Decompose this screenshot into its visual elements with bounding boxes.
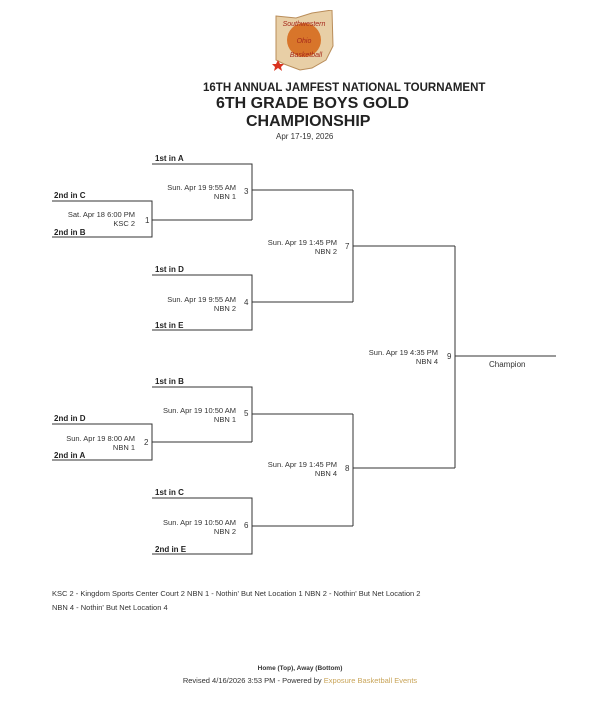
slot-1st-in-e: 1st in E bbox=[155, 321, 184, 330]
slot-1st-in-b: 1st in B bbox=[155, 377, 184, 386]
game-1-lines bbox=[52, 200, 252, 238]
slot-2nd-in-d: 2nd in D bbox=[54, 414, 86, 423]
logo: Southwestern Ohio Basketball bbox=[272, 10, 334, 71]
game-3-lines bbox=[152, 163, 353, 220]
slot-2nd-in-b: 2nd in B bbox=[54, 228, 86, 237]
bracket-title: CHAMPIONSHIP bbox=[246, 113, 371, 130]
game-1-number: 1 bbox=[145, 216, 150, 225]
game-7-number: 7 bbox=[345, 242, 350, 251]
svg-text:Ohio: Ohio bbox=[297, 38, 312, 45]
game-4-lines bbox=[152, 274, 353, 331]
home-away-note: Home (Top), Away (Bottom) bbox=[257, 665, 343, 672]
game-9-number: 9 bbox=[447, 352, 452, 361]
tournament-dates: Apr 17-19, 2026 bbox=[276, 132, 334, 141]
slot-1st-in-c: 1st in C bbox=[155, 488, 184, 497]
slot-2nd-in-a: 2nd in A bbox=[54, 451, 86, 460]
slot-1st-in-a: 1st in A bbox=[155, 154, 184, 163]
game-6-number: 6 bbox=[244, 521, 249, 530]
game-2-lines bbox=[52, 423, 252, 461]
division-title: 6TH GRADE BOYS GOLD bbox=[216, 95, 409, 112]
svg-text:Southwestern: Southwestern bbox=[283, 21, 326, 28]
revised-footer: Revised 4/16/2026 3:53 PM - Powered by E… bbox=[182, 676, 418, 685]
game-4-number: 4 bbox=[244, 298, 249, 307]
game-8-number: 8 bbox=[345, 464, 350, 473]
game-6-lines bbox=[152, 497, 353, 555]
slot-1st-in-d: 1st in D bbox=[155, 265, 184, 274]
game-5-lines bbox=[152, 386, 353, 442]
exposure-link[interactable]: Exposure Basketball Events bbox=[323, 676, 418, 685]
svg-text:Basketball: Basketball bbox=[290, 52, 323, 59]
slot-2nd-in-c: 2nd in C bbox=[54, 191, 86, 200]
location-legend-2: NBN 4 - Nothin' But Net Location 4 bbox=[52, 603, 168, 612]
champion-label: Champion bbox=[489, 360, 526, 369]
game-7-lines bbox=[352, 190, 455, 302]
game-8-lines bbox=[352, 414, 455, 526]
tournament-title: 16TH ANNUAL JAMFEST NATIONAL TOURNAMENT bbox=[203, 82, 486, 94]
location-legend-1: KSC 2 - Kingdom Sports Center Court 2 NB… bbox=[52, 589, 421, 598]
game-9-lines bbox=[454, 246, 556, 468]
game-5-number: 5 bbox=[244, 409, 249, 418]
game-3-number: 3 bbox=[244, 187, 249, 196]
slot-2nd-in-e: 2nd in E bbox=[155, 545, 187, 554]
game-2-number: 2 bbox=[144, 438, 149, 447]
